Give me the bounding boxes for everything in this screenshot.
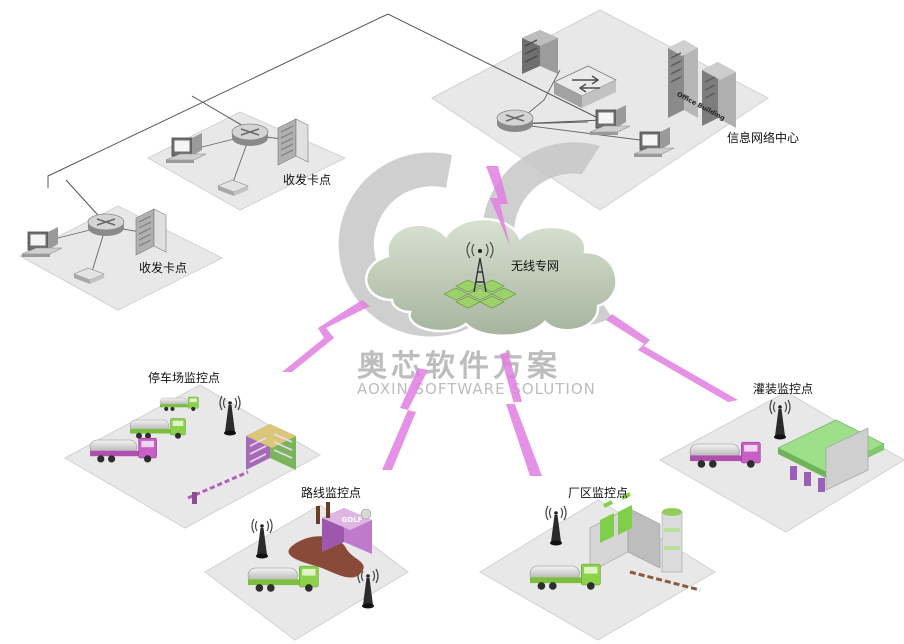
- parking-gate: [187, 470, 249, 504]
- router-transceiver-lower: [87, 213, 125, 237]
- radio-tower: [443, 241, 517, 309]
- wireless-cloud: [365, 217, 618, 337]
- transceiver-platform-lower: [18, 205, 224, 311]
- factory-silo: [661, 508, 683, 573]
- switch-device: [553, 65, 617, 108]
- wireless-link-road: [382, 368, 428, 470]
- label-road-monitor: 路线监控点: [301, 485, 361, 500]
- golf-building: GOLF: [316, 502, 372, 554]
- server-rack: [522, 30, 558, 74]
- golf-sign: GOLF: [342, 516, 363, 524]
- factory-fence: [629, 570, 701, 592]
- backbone-cable: [47, 13, 604, 188]
- router-info-center: [496, 109, 534, 133]
- parking-building: [246, 424, 296, 470]
- branch-cable-upper: [191, 95, 251, 131]
- watermark-en: AOXIN SOFTWARE SOLUTION: [357, 380, 596, 398]
- router-transceiver-upper: [231, 123, 269, 147]
- label-info-center: 信息网络中心: [727, 130, 799, 145]
- filling-station: [777, 419, 885, 492]
- parking-platform: [63, 384, 322, 529]
- road-track: [288, 536, 364, 578]
- label-factory-monitor: 厂区监控点: [568, 486, 628, 500]
- wireless-link-filling: [606, 314, 738, 402]
- label-transceiver-upper: 收发卡点: [283, 172, 331, 187]
- label-parking-monitor: 停车场监控点: [148, 370, 220, 385]
- label-wireless-network: 无线专网: [511, 258, 559, 273]
- watermark-cn: 奥芯软件方案: [357, 349, 561, 384]
- factory-building: [589, 492, 661, 573]
- label-transceiver-lower: 收发卡点: [139, 260, 187, 275]
- wireless-link-parking: [282, 300, 370, 372]
- label-filling-monitor: 灌装监控点: [753, 382, 813, 396]
- wireless-link-factory: [500, 352, 542, 476]
- wireless-link-info-center: [486, 166, 510, 246]
- lan-links-center: [514, 69, 641, 141]
